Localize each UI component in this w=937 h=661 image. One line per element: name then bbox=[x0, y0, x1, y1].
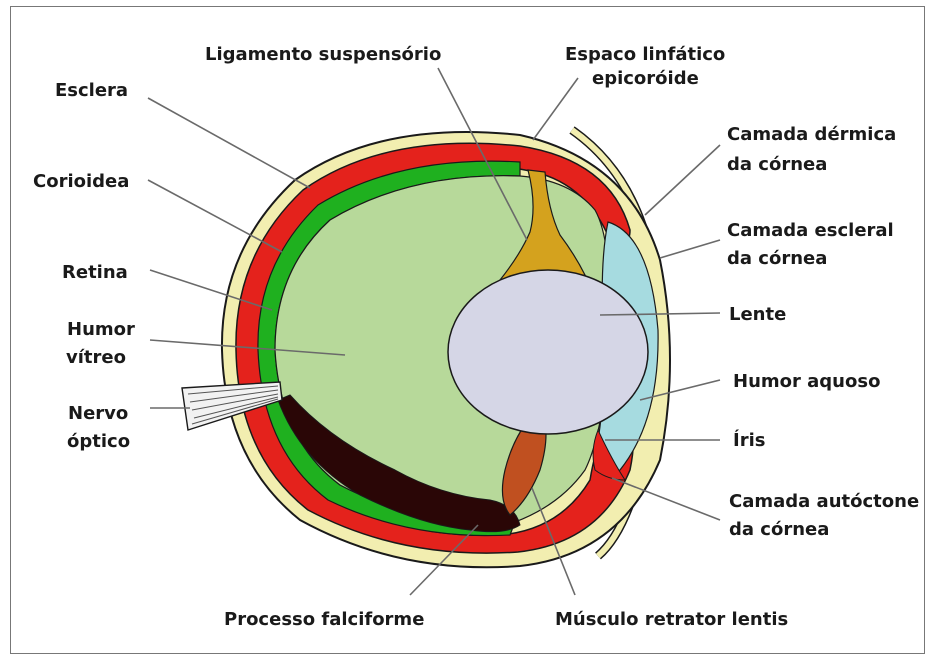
label-humor-vitreo-1: Humor bbox=[67, 319, 135, 340]
label-autoctone-1: Camada autóctone bbox=[729, 491, 919, 512]
label-ligamento: Ligamento suspensório bbox=[205, 44, 441, 65]
label-dermica-1: Camada dérmica bbox=[727, 124, 896, 145]
label-espaco-2: epicoróide bbox=[592, 68, 699, 89]
label-lente: Lente bbox=[729, 304, 786, 325]
label-escleral-1: Camada escleral bbox=[727, 220, 894, 241]
lens-shape bbox=[448, 270, 648, 434]
label-nervo-1: Nervo bbox=[68, 403, 128, 424]
label-dermica-2: da córnea bbox=[727, 154, 827, 175]
label-autoctone-2: da córnea bbox=[729, 519, 829, 540]
label-humor-aquoso: Humor aquoso bbox=[733, 371, 880, 392]
label-esclera: Esclera bbox=[55, 80, 128, 101]
label-musculo: Músculo retrator lentis bbox=[555, 609, 788, 630]
label-iris: Íris bbox=[733, 429, 765, 451]
label-processo: Processo falciforme bbox=[224, 609, 424, 630]
label-corioidea: Corioidea bbox=[33, 171, 129, 192]
label-humor-vitreo-2: vítreo bbox=[66, 347, 126, 368]
label-nervo-2: óptico bbox=[67, 431, 130, 452]
label-escleral-2: da córnea bbox=[727, 248, 827, 269]
label-retina: Retina bbox=[62, 262, 128, 283]
label-espaco-1: Espaco linfático bbox=[565, 44, 725, 65]
